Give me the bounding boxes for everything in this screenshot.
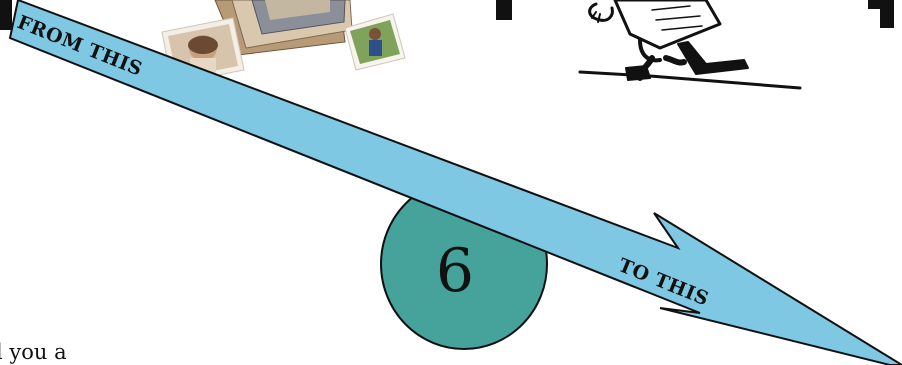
frame-fragment-middle bbox=[496, 0, 512, 20]
frame-fragment-left bbox=[0, 0, 12, 30]
cartoon-walking-character-image bbox=[580, 0, 800, 88]
partial-caption-text: l you a bbox=[0, 340, 67, 364]
number-label: 6 bbox=[436, 236, 474, 306]
